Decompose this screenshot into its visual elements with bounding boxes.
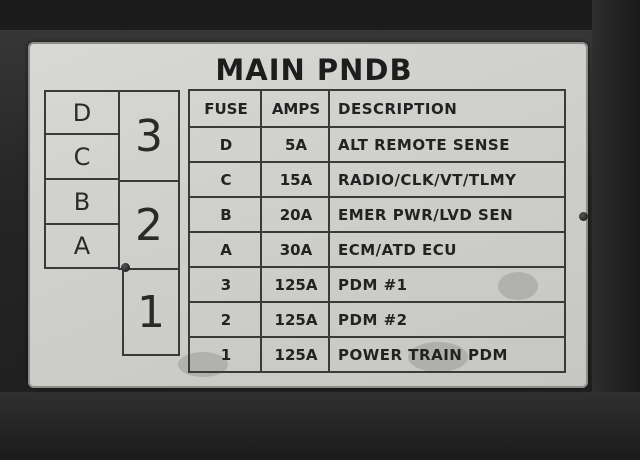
header-amps: AMPS bbox=[271, 99, 321, 118]
table-divider bbox=[190, 126, 564, 128]
rivet-icon bbox=[579, 212, 588, 221]
position-cell-b: B bbox=[44, 178, 120, 225]
fuse-table: FUSE AMPS DESCRIPTION D 5A ALT REMOTE SE… bbox=[188, 89, 566, 373]
row-amps: 125A bbox=[274, 310, 318, 329]
rivet-icon bbox=[121, 263, 130, 272]
row-fuse-id: A bbox=[220, 240, 232, 259]
table-divider bbox=[190, 266, 564, 268]
row-description: EMER PWR/LVD SEN bbox=[338, 205, 514, 224]
header-description: DESCRIPTION bbox=[338, 99, 458, 118]
position-cell-3: 3 bbox=[118, 90, 180, 182]
dirt-stain bbox=[408, 342, 468, 372]
header-fuse: FUSE bbox=[204, 99, 248, 118]
position-cell-c: C bbox=[44, 133, 120, 180]
table-divider bbox=[190, 231, 564, 233]
row-amps: 125A bbox=[274, 275, 318, 294]
row-description: POWER TRAIN PDM bbox=[338, 345, 508, 364]
row-amps: 125A bbox=[274, 345, 318, 364]
row-amps: 5A bbox=[284, 135, 308, 154]
row-fuse-id: 1 bbox=[220, 345, 232, 364]
row-description: PDM #1 bbox=[338, 275, 408, 294]
row-amps: 20A bbox=[279, 205, 313, 224]
position-cell-a: A bbox=[44, 223, 120, 269]
housing-top-edge bbox=[0, 0, 640, 30]
table-divider bbox=[190, 161, 564, 163]
position-cell-1: 1 bbox=[122, 268, 180, 356]
row-description: PDM #2 bbox=[338, 310, 408, 329]
row-description: RADIO/CLK/VT/TLMY bbox=[338, 170, 517, 189]
table-divider bbox=[190, 301, 564, 303]
row-description: ALT REMOTE SENSE bbox=[338, 135, 510, 154]
housing-bottom-edge bbox=[0, 392, 640, 460]
dirt-stain bbox=[498, 272, 538, 300]
plate-title: MAIN PNDB bbox=[215, 53, 413, 87]
position-cell-2: 2 bbox=[118, 180, 180, 270]
housing-right-edge bbox=[592, 0, 640, 460]
row-amps: 30A bbox=[279, 240, 313, 259]
table-divider bbox=[190, 196, 564, 198]
row-fuse-id: 2 bbox=[220, 310, 232, 329]
row-fuse-id: 3 bbox=[220, 275, 232, 294]
row-description: ECM/ATD ECU bbox=[338, 240, 457, 259]
row-fuse-id: D bbox=[219, 135, 233, 154]
label-plate bbox=[28, 42, 588, 388]
row-fuse-id: B bbox=[220, 205, 232, 224]
row-fuse-id: C bbox=[220, 170, 232, 189]
table-divider bbox=[190, 336, 564, 338]
row-amps: 15A bbox=[279, 170, 313, 189]
position-cell-d: D bbox=[44, 90, 120, 135]
